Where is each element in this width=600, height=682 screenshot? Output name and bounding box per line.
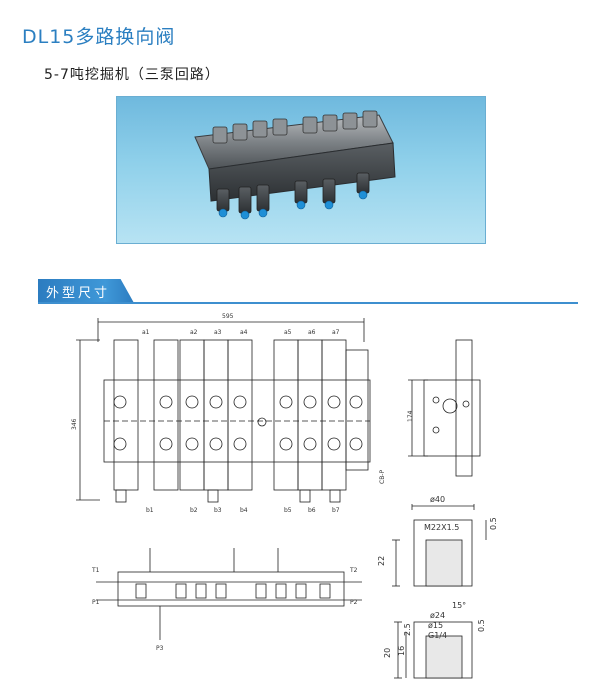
section-tab-dimensions: 外型尺寸 — [38, 279, 134, 303]
depth-22-label: 22 — [377, 556, 386, 566]
valve-photo — [116, 96, 486, 244]
thread-dim-label: 0.5 — [489, 517, 498, 530]
valve-illustration — [194, 110, 396, 220]
port-label-a2: a2 — [190, 329, 198, 336]
hyd-p3-label: P3 — [156, 645, 164, 652]
small-25-label: 2.5 — [403, 623, 412, 636]
port-label-a7: a7 — [332, 329, 340, 336]
port-label-b5: b5 — [284, 507, 292, 514]
port-dia2-label: ø24 — [430, 611, 445, 620]
port-label-b6: b6 — [308, 507, 316, 514]
section-tab-label: 外型尺寸 — [46, 286, 111, 301]
port-label-b1: b1 — [146, 507, 154, 514]
section-divider — [38, 302, 578, 304]
port-label-b3: b3 — [214, 507, 222, 514]
side-height-label: 174 — [407, 410, 414, 422]
hyd-t2-label: T2 — [349, 567, 358, 574]
hyd-p2-label: P2 — [350, 599, 358, 606]
port-dia3-label: ø15 — [428, 621, 443, 630]
angle-label: 15° — [452, 601, 466, 610]
hyd-p1-label: P1 — [92, 599, 100, 606]
port-label-b7: b7 — [332, 507, 340, 514]
page-title: DL15多路换向阀 — [22, 26, 176, 48]
port-label-a4: a4 — [240, 329, 248, 336]
small-05b-label: 0.5 — [477, 619, 486, 632]
port-label-a6: a6 — [308, 329, 316, 336]
hyd-t1-label: T1 — [91, 567, 100, 574]
port-label-b4: b4 — [240, 507, 248, 514]
port-dia-label: ø40 — [430, 495, 445, 504]
side-label: CB-P — [379, 470, 386, 484]
small-20b-label: 20 — [383, 648, 392, 658]
thread-label: M22X1.5 — [424, 523, 459, 532]
thread2-label: G1/4 — [428, 631, 447, 640]
port-label-a1: a1 — [142, 329, 150, 336]
overall-height-label: 346 — [71, 418, 78, 430]
page-subtitle: 5-7吨挖掘机（三泵回路） — [44, 67, 220, 83]
port-label-a5: a5 — [284, 329, 292, 336]
port-label-a3: a3 — [214, 329, 222, 336]
overall-width-label: 595 — [222, 313, 234, 320]
port-label-b2: b2 — [190, 507, 198, 514]
small-16-label: 16 — [397, 646, 406, 656]
